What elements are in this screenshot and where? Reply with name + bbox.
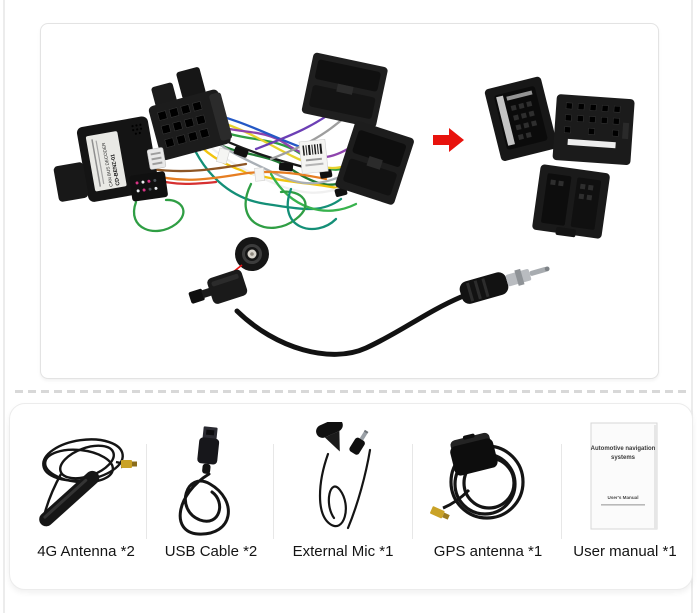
barcode-label	[298, 138, 329, 175]
column-divider	[273, 444, 274, 539]
accessory-item-4g-antenna: 4G Antenna *2	[20, 422, 152, 560]
fakra-plug	[188, 269, 248, 304]
gps-puck	[450, 432, 498, 476]
adapter-cable	[234, 294, 464, 357]
sma-connector	[121, 460, 137, 468]
external-mic-photo	[316, 422, 372, 530]
quadlock-connector-a	[301, 52, 388, 128]
decoder-pin-connector	[129, 171, 168, 202]
page-edge-right	[691, 0, 693, 613]
manual-title-line2: systems	[611, 455, 636, 461]
accessory-label: GPS antenna *1	[433, 543, 543, 560]
accessory-item-external-mic: External Mic *1	[277, 422, 409, 560]
manual-subtitle: User's Manual	[608, 495, 639, 500]
antenna-stick	[39, 470, 100, 527]
sma-connector	[430, 506, 450, 520]
aux-plug	[349, 429, 369, 455]
car-side-connectors	[484, 76, 635, 239]
accessory-label: User manual *1	[573, 543, 677, 560]
column-divider	[412, 444, 413, 539]
din-plug	[459, 266, 550, 304]
antenna-adapter-photo	[188, 237, 550, 357]
car-connector-bottom	[532, 164, 610, 239]
accessories-card: 4G Antenna *2 USB Cable *2	[9, 403, 693, 590]
accessory-item-user-manual: Automotive navigation systems User's Man…	[559, 422, 691, 560]
quadlock-connector-b	[335, 121, 414, 205]
accessory-label: External Mic *1	[292, 543, 394, 560]
red-arrow-icon	[433, 128, 464, 152]
accessory-item-gps-antenna: GPS antenna *1	[422, 422, 554, 560]
user-manual-photo: Automotive navigation systems User's Man…	[590, 422, 658, 530]
accessory-label: 4G Antenna *2	[37, 543, 135, 560]
usb-plug	[197, 426, 220, 474]
iso-connector	[148, 67, 232, 161]
dashed-separator	[15, 390, 687, 393]
decoder-side-connector	[53, 162, 89, 202]
column-divider	[146, 444, 147, 539]
car-connector-left	[484, 76, 558, 161]
car-connector-right	[552, 94, 635, 166]
decoder-label-line2: CD-BENZ-01	[110, 153, 121, 186]
manual-title-line1: Automotive navigation	[591, 446, 656, 452]
gps-antenna-photo	[430, 432, 525, 520]
usb-cable-photo	[178, 426, 230, 536]
accessory-label: USB Cable *2	[164, 543, 258, 560]
harness-panel-card: CAN BUS DECODER CD-BENZ-01	[40, 23, 659, 379]
wiring-harness-photo: CAN BUS DECODER CD-BENZ-01	[53, 52, 635, 357]
page-edge-left	[3, 0, 5, 613]
4g-antenna-photo	[39, 438, 137, 527]
accessory-item-usb-cable: USB Cable *2	[145, 422, 277, 560]
column-divider	[561, 444, 562, 539]
grommet-detail	[235, 237, 269, 271]
mic-capsule	[316, 422, 343, 452]
